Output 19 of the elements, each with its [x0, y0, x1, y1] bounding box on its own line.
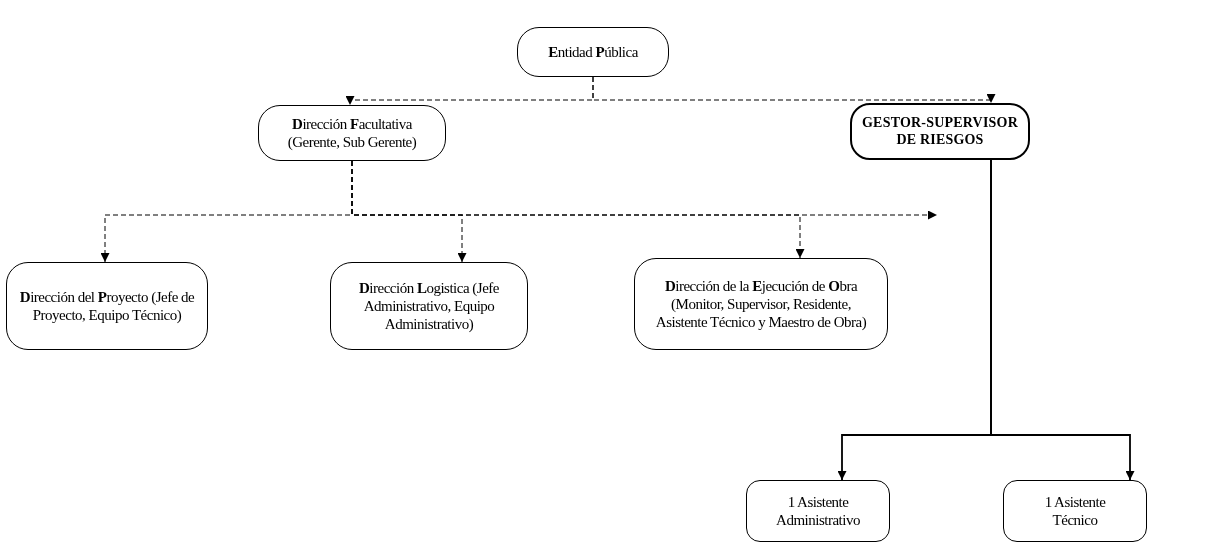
org-box [330, 262, 528, 350]
node-text: Dirección de la Ejecución de Obra (Monitor, Supervisor, Residente, Asistente Técnico y Maestro de Obra) [654, 277, 868, 331]
connector-arrow [592, 76, 996, 104]
org-box [517, 27, 669, 77]
org-box [1003, 480, 1147, 542]
org-box [746, 480, 890, 542]
org-box [6, 262, 208, 350]
connector-arrow [351, 160, 938, 220]
node-text: Dirección Logistica (Jefe Administrativo, Equipo Administrativo) [358, 279, 500, 333]
node-text: Dirección Facultativa (Gerente, Sub Gerente) [286, 115, 418, 151]
node-text: Entidad Pública [548, 43, 638, 61]
node-text: GESTOR-SUPERVISOR DE RIESGOS [861, 114, 1019, 149]
org-box [258, 105, 446, 161]
node-text: Dirección del Proyecto (Jefe de Proyecto, Equipo Técnico) [18, 288, 196, 324]
connector-arrow [990, 159, 1135, 481]
node-text: 1 Asistente Técnico [1043, 493, 1107, 529]
org-box [634, 258, 888, 350]
node-text: 1 Asistente Administrativo [775, 493, 861, 529]
org-box [850, 103, 1030, 160]
